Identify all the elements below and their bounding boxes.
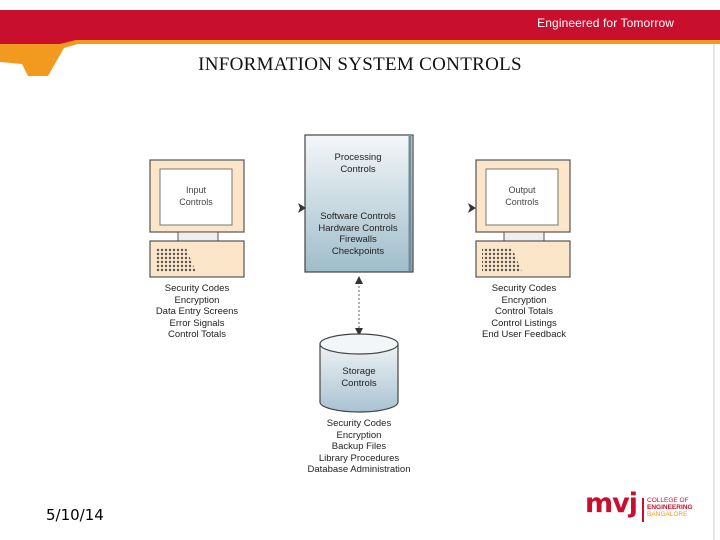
processing-item: Checkpoints	[331, 245, 385, 257]
input-computer	[149, 159, 245, 278]
red-banner-shape	[0, 10, 720, 44]
output-screen-label: Output Controls	[486, 185, 558, 208]
storage-item: Library Procedures	[318, 452, 400, 464]
storage-title: Storage Controls	[320, 366, 398, 389]
page-title: INFORMATION SYSTEM CONTROLS	[198, 54, 522, 75]
mvj-logo	[642, 498, 644, 522]
logo-line3: BANGALORE	[647, 511, 688, 518]
storage-item: Database Administration	[307, 464, 411, 476]
storage-link	[355, 276, 363, 336]
output-item: Control Totals	[495, 306, 553, 318]
storage-item: Encryption	[336, 429, 382, 441]
storage-title-line2: Controls	[341, 377, 377, 389]
flow-arrows	[298, 203, 476, 213]
processing-item: Software Controls	[320, 211, 396, 222]
output-item: Security Codes	[491, 283, 557, 294]
input-screen-label-line2: Controls	[179, 196, 213, 207]
logo-line2: ENGINEERING	[647, 504, 693, 511]
logo-line1: COLLEGE OF	[647, 497, 689, 504]
input-screen-label: Input Controls	[160, 185, 232, 208]
processing-title-line1: Processing	[334, 152, 382, 163]
input-item: Data Entry Screens	[155, 306, 239, 318]
input-screen-label-line1: Input	[185, 185, 207, 195]
input-item: Control Totals	[168, 329, 226, 341]
college-logo: mvj COLLEGE OF ENGINEERING BANGALORE	[585, 488, 705, 526]
input-item: Error Signals	[169, 317, 225, 329]
output-item: Encryption	[501, 294, 547, 306]
logo-mark: mvj	[585, 488, 638, 519]
processing-item: Firewalls	[339, 234, 377, 246]
output-item: End User Feedback	[482, 329, 566, 341]
processing-title-line2: Controls	[340, 163, 376, 175]
processing-controls-list: Software Controls Hardware Controls Fire…	[302, 211, 414, 257]
storage-item: Security Codes	[326, 418, 392, 429]
output-screen-label-line2: Controls	[505, 196, 539, 207]
storage-cylinder	[319, 333, 399, 413]
output-computer	[475, 159, 571, 278]
input-item: Encryption	[174, 294, 220, 306]
storage-title-line1: Storage	[342, 366, 376, 377]
storage-controls-list: Security Codes Encryption Backup Files L…	[294, 418, 424, 476]
orange-accent-shape	[0, 40, 720, 76]
input-controls-list: Security Codes Encryption Data Entry Scr…	[140, 283, 254, 341]
output-screen-label-line1: Output	[508, 185, 536, 195]
processing-item: Hardware Controls	[318, 222, 398, 234]
tagline: Engineered for Tomorrow	[537, 16, 674, 30]
processing-title: Processing Controls	[305, 152, 411, 175]
processing-box	[304, 134, 414, 273]
output-controls-list: Security Codes Encryption Control Totals…	[464, 283, 584, 341]
output-item: Control Listings	[491, 317, 557, 329]
storage-item: Backup Files	[331, 441, 387, 453]
input-item: Security Codes	[164, 283, 230, 294]
slide-date: 5/10/14	[46, 506, 104, 524]
